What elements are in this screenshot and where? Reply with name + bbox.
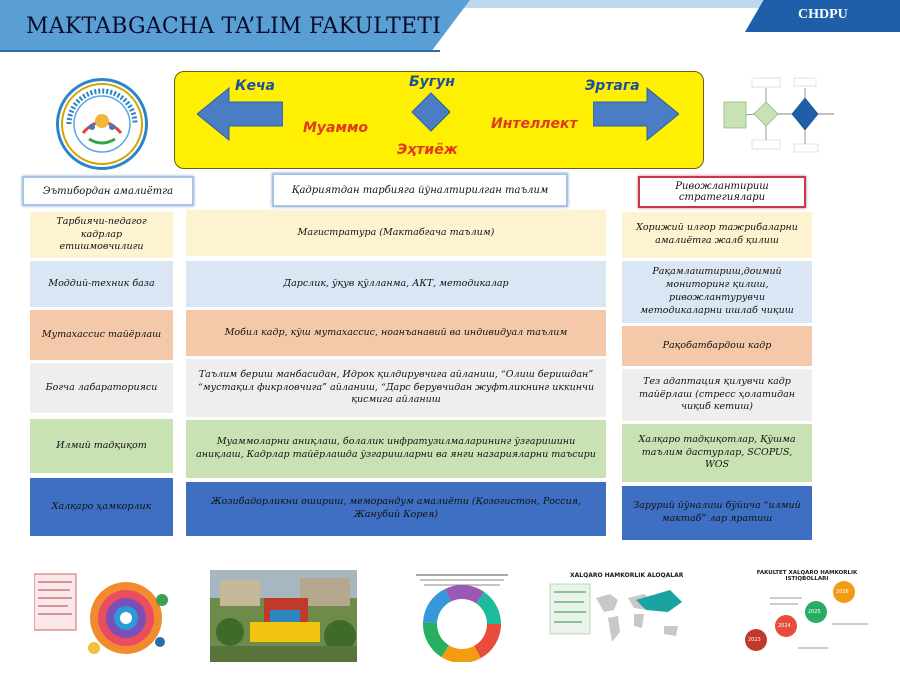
center-cell-1: Магистратура (Мактабгача таълим) bbox=[186, 210, 606, 256]
center-cell-6: Жозибадорликни ошириш, меморандум амалиё… bbox=[186, 482, 606, 536]
left-cell-6: Халқаро ҳамкорлик bbox=[30, 478, 173, 536]
right-cell-5: Халқаро тадқиқотлар, Қўшма таълим дастур… bbox=[622, 424, 812, 482]
thumbnail-world-map: XALQARO HAMKORLIK ALOQALAR bbox=[548, 568, 688, 658]
right-cell-2: Рақамлаштириш,доимий мониторинг қилиш, р… bbox=[622, 261, 812, 323]
faculty-logo bbox=[56, 78, 148, 170]
header-underline bbox=[0, 50, 440, 52]
right-cell-1: Хорижий илгор тажрибаларни амалиётга жал… bbox=[622, 212, 812, 258]
thumbnail-circle-diagram bbox=[33, 570, 174, 662]
left-cell-3: Мутахассис тайёрлаш bbox=[30, 310, 173, 360]
center-cell-2: Дарслик, ўқув қўлланма, АКТ, методикалар bbox=[186, 261, 606, 307]
left-cell-1: Тарбиячи-педагог кадрлар етишмовчилиги bbox=[30, 212, 173, 258]
left-cell-4: Богча лабараторияси bbox=[30, 363, 173, 413]
right-cell-6: Зарурий йўналиш бўйича “илмий мактаб” ла… bbox=[622, 486, 812, 540]
left-arrow-icon bbox=[197, 86, 283, 142]
timeline-year-1: 2023 bbox=[748, 637, 761, 643]
diamond-icon bbox=[411, 92, 451, 132]
banner-today: Бугун bbox=[409, 74, 455, 90]
right-column-header: Ривожлантириш стратегиялари bbox=[638, 176, 806, 208]
banner-tomorrow: Эртага bbox=[585, 78, 640, 94]
center-cell-3: Мобил кадр, кўш мутахассис, ноанъанавий … bbox=[186, 310, 606, 356]
thumbnail-ring-chart bbox=[412, 572, 512, 663]
banner-intellect: Интеллект bbox=[491, 116, 578, 132]
map-title: XALQARO HAMKORLIK ALOQALAR bbox=[570, 572, 684, 579]
center-cell-5: Муаммоларни аниқлаш, болалик инфратузилм… bbox=[186, 420, 606, 478]
banner: Кеча Бугун Эртага Муаммо Интеллект Эҳтиё… bbox=[174, 71, 704, 169]
header-title-bar bbox=[0, 0, 470, 50]
timeline-year-2: 2024 bbox=[778, 623, 791, 629]
left-cell-5: Илмий тадқиқот bbox=[30, 419, 173, 473]
center-cell-4: Таълим бериш манбасидан, Идрок қилдирувч… bbox=[186, 359, 606, 417]
right-arrow-icon bbox=[593, 86, 679, 142]
timeline-year-4: 2026 bbox=[836, 589, 849, 595]
timeline-year-3: 2025 bbox=[808, 609, 821, 615]
banner-yesterday: Кеча bbox=[235, 78, 275, 94]
right-cell-4: Тез адаптация қилувчи кадр тайёрлаш (стр… bbox=[622, 369, 812, 421]
institution-code: CHDPU bbox=[798, 7, 848, 22]
left-cell-2: Моддий-техник база bbox=[30, 261, 173, 307]
banner-need: Эҳтиёж bbox=[397, 142, 458, 158]
header-code-bar bbox=[745, 0, 900, 32]
right-cell-3: Рақобатбардош кадр bbox=[622, 326, 812, 366]
process-schematic bbox=[722, 74, 842, 156]
banner-problem: Муаммо bbox=[303, 120, 369, 136]
timeline-title: FAKULTET XALQARO HAMKORLIK ISTIQBOLLARI bbox=[756, 570, 858, 582]
page-title: MAKTABGACHA TA’LIM FAKULTETI bbox=[26, 14, 442, 39]
center-column-header: Қадриятдан тарбияга йўналтирилган таълим bbox=[272, 173, 568, 207]
left-column-header: Эътибордан амалиётга bbox=[22, 176, 194, 206]
thumbnail-photo bbox=[210, 570, 357, 662]
thumbnail-timeline: FAKULTET XALQARO HAMKORLIK ISTIQBOLLARI … bbox=[728, 568, 878, 660]
